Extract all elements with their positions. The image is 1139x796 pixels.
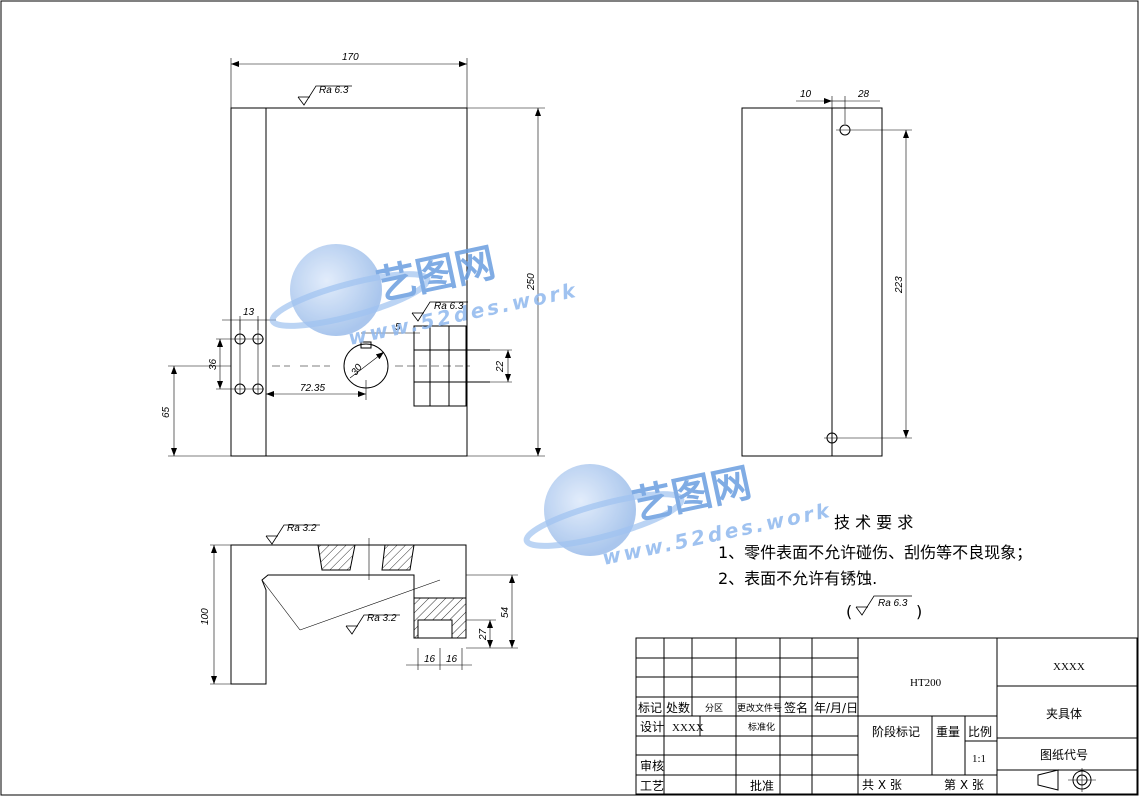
dim-16-left: 16 <box>424 654 436 665</box>
dim-250: 250 <box>526 273 537 291</box>
tb-h-sign: 签名 <box>784 700 808 715</box>
roughness-symbol <box>855 595 912 616</box>
tb-standard-label: 标准化 <box>748 721 775 732</box>
tb-h-zone: 分区 <box>705 703 723 713</box>
dim-27: 27 <box>478 628 489 641</box>
boss <box>413 325 467 407</box>
tb-company: XXXX <box>1053 661 1085 673</box>
tb-stage-label: 阶段标记 <box>872 724 920 739</box>
dim-100: 100 <box>200 608 211 625</box>
watermark: 艺图网 www.52des.work <box>269 240 580 350</box>
tb-h-date: 年/月/日 <box>814 701 858 715</box>
notes-line1: 1、零件表面不允许碰伤、刮伤等不良现象； <box>718 543 1032 562</box>
roughness-symbol <box>345 614 400 635</box>
dim-30: 30 <box>349 362 365 378</box>
tb-scale-label: 比例 <box>968 725 992 739</box>
projection-symbol-icon <box>1037 769 1059 791</box>
tb-design-value: XXXX <box>672 722 704 734</box>
section-view <box>210 524 518 685</box>
side-view <box>741 96 912 457</box>
tb-weight-label: 重量 <box>936 725 960 739</box>
title-block <box>635 637 1138 795</box>
side-outline <box>741 107 883 457</box>
roughness-symbol <box>265 524 320 545</box>
tb-design-label: 设计 <box>640 720 664 734</box>
dim-54: 54 <box>500 606 511 618</box>
dim-16-right: 16 <box>446 654 458 665</box>
dim-223: 223 <box>894 276 905 294</box>
tb-check-label: 审核 <box>640 758 664 773</box>
roughness-section-inner: Ra 3.2 <box>367 613 397 624</box>
front-outline <box>230 107 468 457</box>
tb-h-docno: 更改文件号 <box>737 702 782 713</box>
tb-sheet-label: 第 X 张 <box>944 778 984 792</box>
tb-h-count: 处数 <box>666 700 690 715</box>
keyway <box>360 341 372 349</box>
tb-material: HT200 <box>910 677 942 689</box>
notes-paren-open: ( <box>846 602 852 621</box>
notes-line2: 2、表面不允许有锈蚀. <box>718 569 877 588</box>
tb-part-name: 夹具体 <box>1046 707 1082 721</box>
roughness-section-top: Ra 3.2 <box>287 523 317 534</box>
dim-36: 36 <box>208 358 219 370</box>
dim-28: 28 <box>857 89 870 100</box>
dim-10: 10 <box>800 89 812 100</box>
dim-65: 65 <box>161 406 172 418</box>
roughness-symbol <box>411 301 468 322</box>
tb-h-mark: 标记 <box>638 701 662 715</box>
dim-13: 13 <box>243 307 255 318</box>
roughness-front-boss: Ra 6.3 <box>434 301 464 312</box>
dim-5: 5 <box>395 322 401 333</box>
tb-process-label: 工艺 <box>640 779 664 793</box>
dim-72-35: 72.35 <box>300 383 325 394</box>
roughness-symbol <box>297 85 352 106</box>
roughness-front-top: Ra 6.3 <box>319 85 349 96</box>
notes-title: 技 术 要 求 <box>834 513 913 532</box>
dim-170: 170 <box>342 52 359 63</box>
dim-22: 22 <box>495 360 506 373</box>
notes-paren-close: ) <box>916 602 922 621</box>
tb-drawing-no-label: 图纸代号 <box>1040 748 1088 762</box>
front-view <box>168 58 545 457</box>
roughness-note: Ra 6.3 <box>878 598 908 609</box>
tb-scale-value: 1:1 <box>972 753 986 765</box>
tb-approve-label: 批准 <box>750 778 774 793</box>
tb-sheets-label: 共 X 张 <box>862 778 902 792</box>
